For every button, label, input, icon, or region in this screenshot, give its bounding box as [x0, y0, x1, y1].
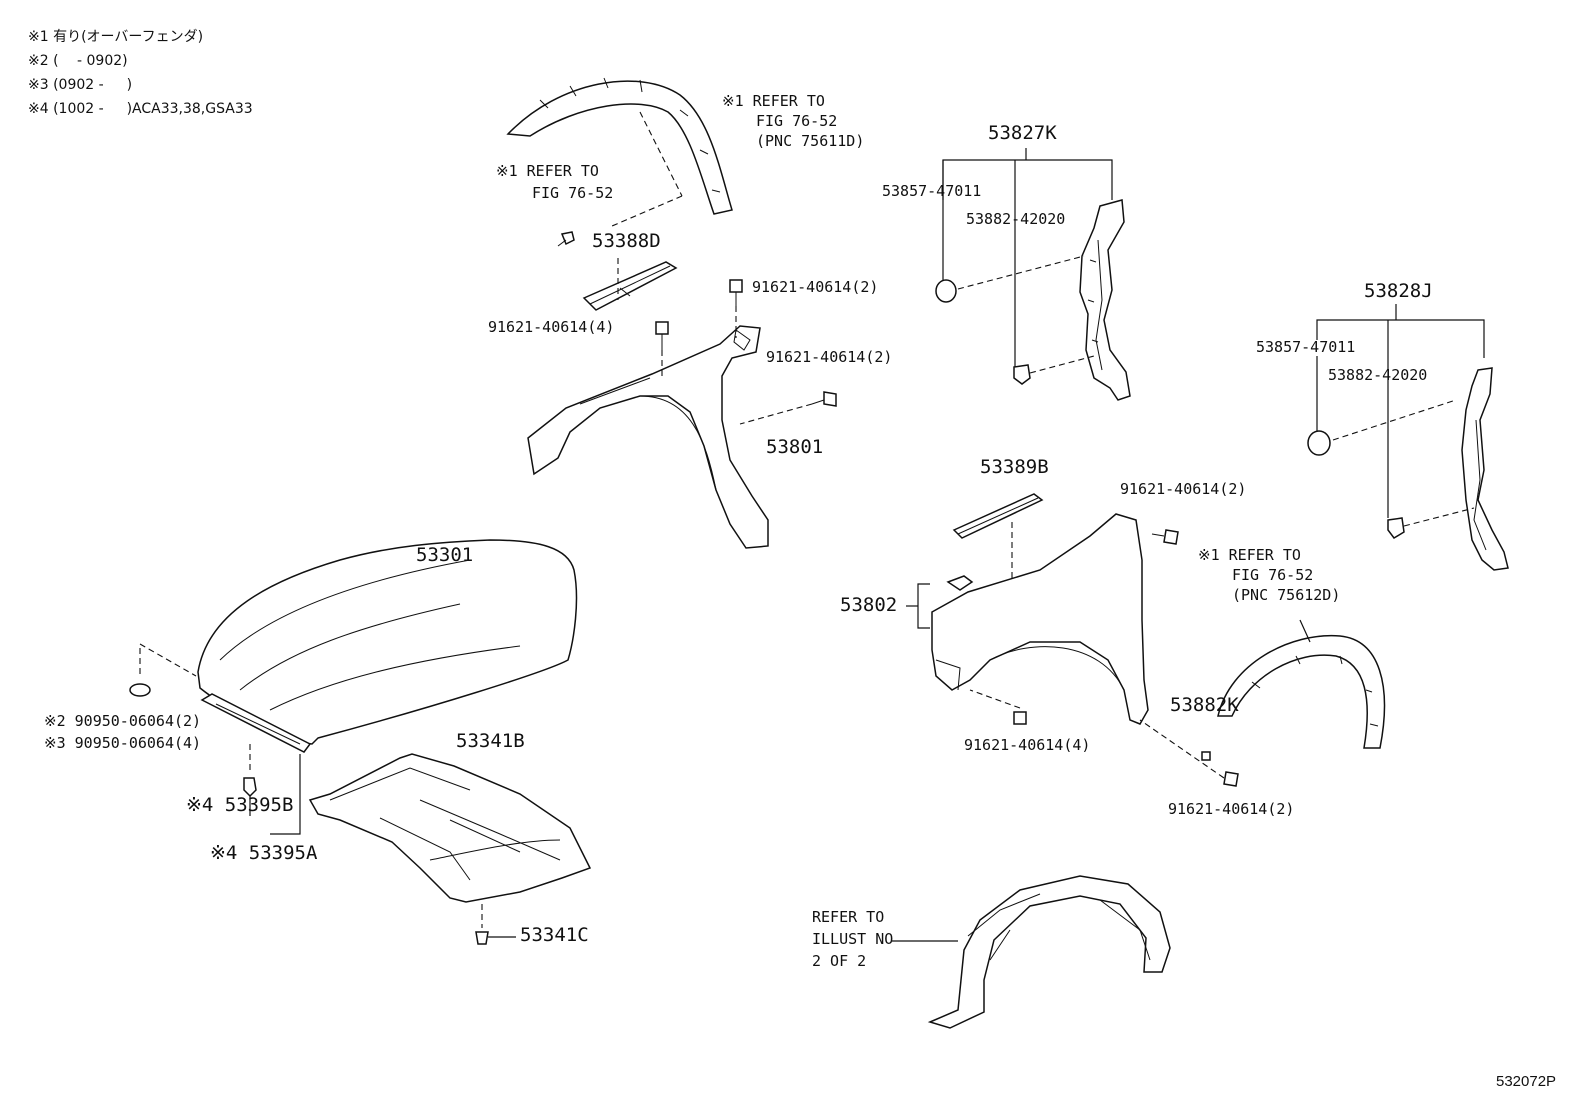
part-53395A: ※4 53395A — [210, 842, 318, 864]
refer-75612D-line2: FIG 76-52 — [1232, 566, 1314, 584]
part-53857-47011-b: 53857-47011 — [1256, 338, 1356, 356]
part-53801: 53801 — [766, 436, 824, 458]
part-90950-06064-4: ※3 90950-06064(4) — [44, 734, 202, 752]
part-91621-40614-d: 91621-40614(2) — [1120, 480, 1247, 498]
clip-53857-b — [1307, 399, 1457, 456]
fender-53802 — [931, 513, 1149, 725]
part-53341B: 53341B — [456, 730, 525, 752]
bracket-53802 — [906, 583, 930, 629]
part-53802: 53802 — [840, 594, 898, 616]
part-91621-40614-e: 91621-40614(4) — [964, 736, 1091, 754]
part-91621-40614-f: 91621-40614(2) — [1168, 800, 1295, 818]
refer-75612D-line3: (PNC 75612D) — [1232, 586, 1341, 604]
refer-illust-line1: REFER TO — [812, 908, 885, 926]
refer-75611D-line3: (PNC 75611D) — [756, 132, 865, 150]
fender-liner-upper-right — [1079, 199, 1131, 401]
clip-53341C — [475, 904, 516, 945]
bolts-53802 — [969, 529, 1239, 787]
hood-insulator-53341B — [308, 753, 592, 903]
refer-76-52-line1: ※1 REFER TO — [496, 162, 599, 180]
fender-liner-lower — [892, 875, 1171, 1029]
bracket-lines-53827K — [942, 148, 1113, 367]
moulding-53389B — [952, 493, 1044, 580]
refer-75611D-line2: FIG 76-52 — [756, 112, 838, 130]
clip-53882-a — [1013, 355, 1095, 385]
part-53341C: 53341C — [520, 924, 589, 946]
part-53388D: 53388D — [592, 230, 661, 252]
moulding-53388D — [582, 258, 678, 311]
fender-liner-far-right — [1461, 367, 1509, 571]
part-91621-40614-a: 91621-40614(2) — [752, 278, 879, 296]
refer-75612D-line1: ※1 REFER TO — [1198, 546, 1301, 564]
refer-illust-line2: ILLUST NO — [812, 930, 894, 948]
part-53882K: 53882K — [1170, 694, 1239, 716]
clip-53882-b — [1387, 507, 1475, 539]
hood-stopper — [129, 643, 197, 697]
refer-illust-line3: 2 OF 2 — [812, 952, 867, 970]
over-fender-upper — [506, 77, 733, 227]
part-90950-06064-2: ※2 90950-06064(2) — [44, 712, 202, 730]
part-53882-42020-a: 53882-42020 — [966, 210, 1066, 228]
part-91621-40614-b: 91621-40614(4) — [488, 318, 615, 336]
part-53857-47011-a: 53857-47011 — [882, 182, 982, 200]
note-1: ※1 有り(オーバーフェンダ) — [28, 29, 204, 45]
bolts-53801 — [655, 279, 837, 425]
clip-53395 — [243, 744, 301, 835]
refer-76-52-line2: FIG 76-52 — [532, 184, 614, 202]
hood-seal-strip — [200, 693, 312, 753]
note-4: ※4 (1002 - )ACA33,38,GSA33 — [28, 101, 253, 117]
part-53395B: ※4 53395B — [186, 794, 294, 816]
part-53301: 53301 — [416, 544, 474, 566]
note-2: ※2 ( - 0902) — [28, 53, 128, 69]
over-fender-lower — [1217, 619, 1386, 749]
part-53389B: 53389B — [980, 456, 1049, 478]
part-53828J: 53828J — [1364, 280, 1433, 302]
part-53827K: 53827K — [988, 122, 1057, 144]
bracket-lines-53828J — [1316, 304, 1485, 518]
note-3: ※3 (0902 - ) — [28, 77, 133, 93]
hood-53301 — [197, 539, 578, 745]
clip-53857-a — [935, 255, 1085, 303]
screw-upper-refer — [557, 231, 575, 247]
part-53882-42020-b: 53882-42020 — [1328, 366, 1428, 384]
part-91621-40614-c: 91621-40614(2) — [766, 348, 893, 366]
fender-53801 — [527, 325, 769, 549]
refer-75611D-line1: ※1 REFER TO — [722, 92, 825, 110]
figure-id: 532072P — [1496, 1073, 1557, 1090]
